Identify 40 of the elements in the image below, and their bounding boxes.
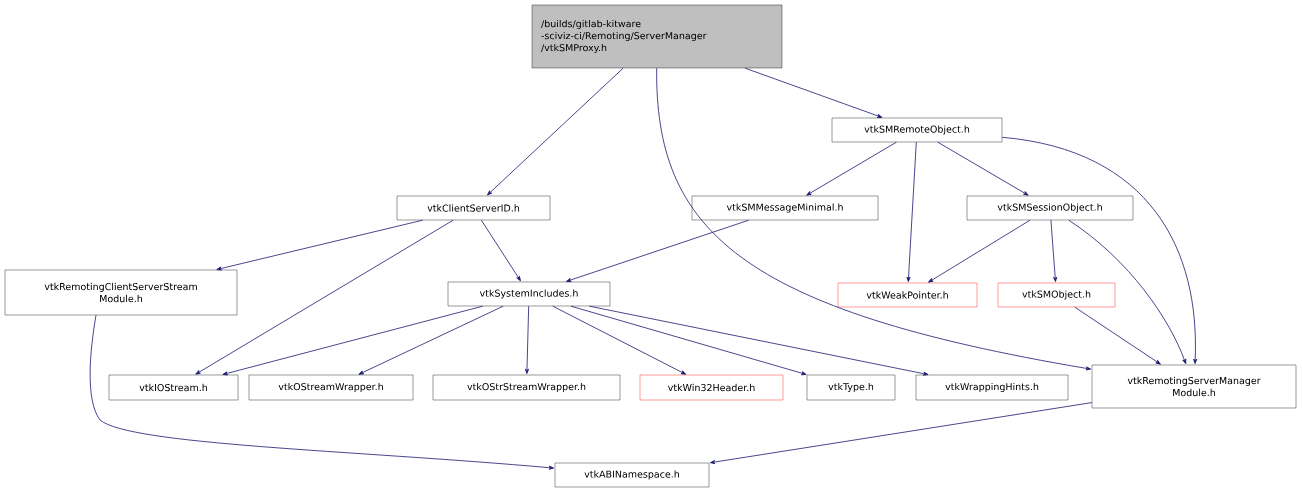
arrow xyxy=(222,305,483,376)
arrow xyxy=(656,67,1092,371)
arrow xyxy=(358,305,504,375)
file-box: vtkClientServerID.h xyxy=(396,195,551,221)
file-box: vtkSMMessageMinimal.h xyxy=(691,195,879,221)
file-box: /builds/gitlab-kitware -sciviz-ci/Remoting/ServerManager /vtkSMProxy.h xyxy=(531,4,783,69)
arrow xyxy=(1001,136,1198,364)
arrow xyxy=(1068,219,1187,365)
file-box: vtkType.h xyxy=(806,374,896,401)
file-box: vtkSMObject.h xyxy=(997,282,1116,308)
arrow xyxy=(806,141,897,196)
arrow xyxy=(744,67,883,118)
arrow xyxy=(589,305,929,376)
file-box: vtkWin32Header.h xyxy=(639,374,784,401)
arrow xyxy=(89,314,554,470)
arrow xyxy=(570,305,807,376)
arrow xyxy=(552,305,687,375)
file-box: vtkIOStream.h xyxy=(108,374,239,401)
arrow xyxy=(195,219,454,375)
file-box: vtkABINamespace.h xyxy=(554,462,710,488)
arrow xyxy=(906,141,917,282)
file-box: vtkSMRemoteObject.h xyxy=(831,117,1003,143)
arrow xyxy=(481,219,521,282)
arrow xyxy=(487,67,624,196)
file-box: vtkSMSessionObject.h xyxy=(966,195,1134,221)
arrow xyxy=(1074,306,1161,365)
file-box: vtkOStreamWrapper.h xyxy=(248,374,414,401)
arrow xyxy=(566,219,750,282)
arrow xyxy=(937,141,1029,196)
file-box: vtkSystemIncludes.h xyxy=(447,281,611,307)
file-box: vtkOStrStreamWrapper.h xyxy=(432,374,621,401)
file-box: vtkWeakPointer.h xyxy=(837,282,978,308)
file-box: vtkRemotingServerManager Module.h xyxy=(1091,364,1297,409)
file-box: vtkRemotingClientServerStream Module.h xyxy=(4,269,238,316)
arrow xyxy=(928,219,1031,283)
arrow xyxy=(216,219,423,271)
arrow xyxy=(710,402,1093,464)
arrow xyxy=(1050,219,1058,282)
arrow xyxy=(525,305,530,374)
file-box: vtkWrappingHints.h xyxy=(915,374,1069,401)
